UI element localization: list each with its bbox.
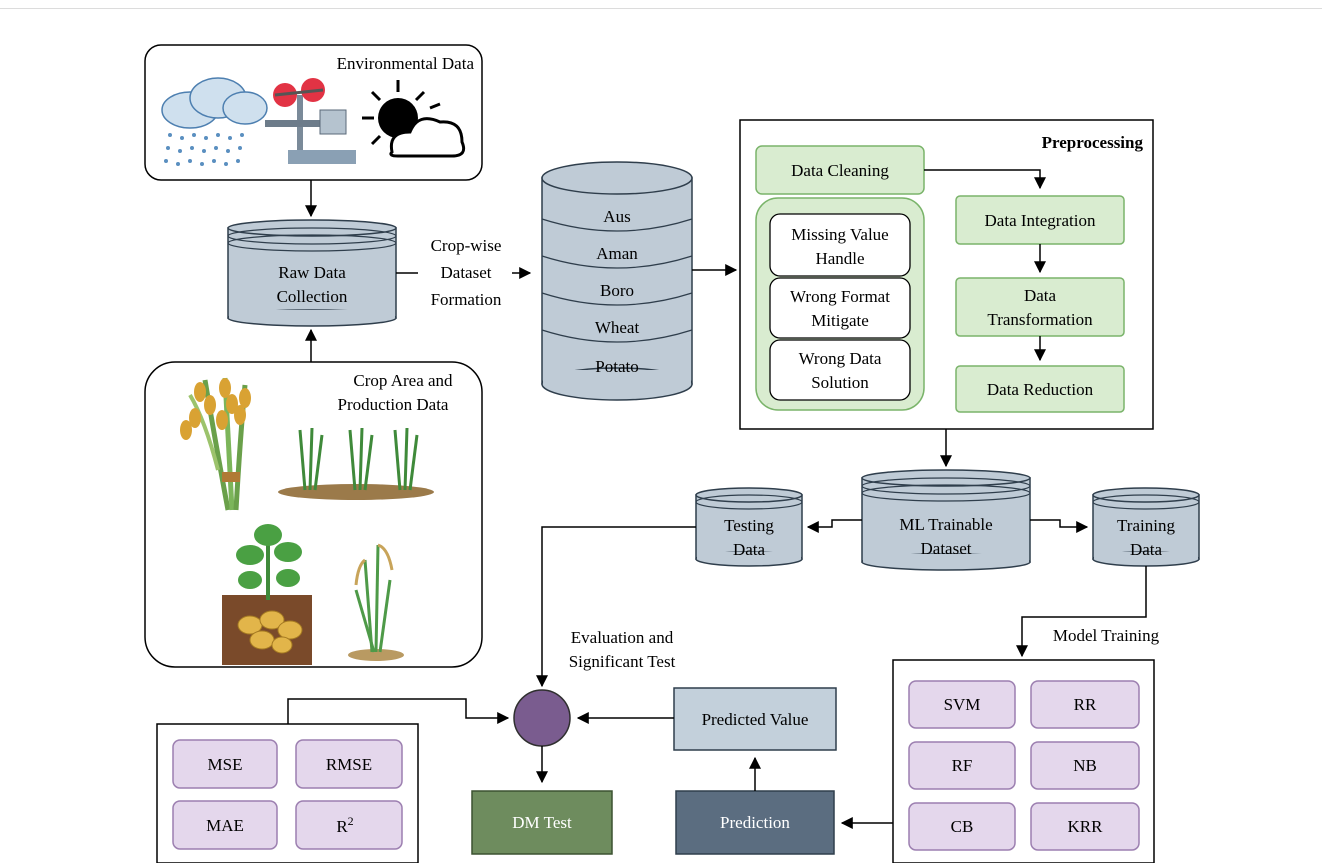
crop-area-label-1: Crop Area and: [353, 371, 453, 390]
metric-rmse: RMSE: [326, 755, 372, 774]
cropwise-label-2: Dataset: [441, 263, 492, 282]
testing-data-cylinder: Testing Data: [695, 487, 803, 567]
raw-data-collection-cylinder: Raw Data Collection: [227, 219, 397, 327]
preprocessing-title: Preprocessing: [1042, 133, 1144, 152]
data-reduction-label: Data Reduction: [987, 380, 1094, 399]
environmental-data-box: Environmental Data: [144, 44, 483, 181]
arrow-training-to-models: [1016, 566, 1147, 658]
substep-label: Solution: [811, 373, 869, 392]
evaluation-label-2: Significant Test: [569, 652, 676, 671]
arrow-metrics-to-eval: [287, 698, 510, 724]
data-transformation-label-2: Transformation: [987, 310, 1093, 329]
training-data-label-1: Training: [1117, 516, 1175, 535]
crop-item: Potato: [595, 357, 638, 376]
substep-wrong-format: [769, 277, 911, 339]
wheat-icon: [180, 377, 251, 511]
crop-item: Boro: [600, 281, 634, 300]
crop-item: Aman: [596, 244, 638, 263]
substep-label: Mitigate: [811, 311, 869, 330]
evaluation-node: [513, 689, 571, 747]
model-item: SVM: [944, 695, 981, 714]
rice-plant-icon: [348, 543, 404, 661]
data-integration-label: Data Integration: [985, 211, 1096, 230]
raw-data-label-1: Raw Data: [278, 263, 346, 282]
ml-trainable-dataset-cylinder: ML Trainable Dataset: [861, 469, 1031, 571]
evaluation-label-1: Evaluation and: [571, 628, 674, 647]
testing-data-label-1: Testing: [724, 516, 774, 535]
crop-item: Aus: [603, 207, 630, 226]
preprocessing-box: Preprocessing Data Cleaning Missing Valu…: [739, 119, 1154, 430]
rain-cloud-icon: [161, 77, 268, 166]
anemometer-icon: [265, 78, 356, 164]
cropwise-label-1: Crop-wise: [431, 236, 502, 255]
sun-cloud-icon: [362, 80, 466, 158]
model-item: KRR: [1068, 817, 1104, 836]
data-reduction-box: [955, 365, 1125, 413]
dm-test-box: DM Test: [471, 790, 613, 855]
substep-label: Handle: [815, 249, 864, 268]
crop-item: Wheat: [595, 318, 640, 337]
cropwise-arrow: Crop-wise Dataset Formation: [396, 230, 532, 314]
substep-label: Wrong Data: [799, 349, 882, 368]
metric-mse: MSE: [208, 755, 243, 774]
substep-label: Wrong Format: [790, 287, 890, 306]
prediction-label: Prediction: [720, 813, 790, 832]
dm-test-label: DM Test: [512, 813, 572, 832]
potato-plant-icon: [222, 524, 312, 665]
crop-dataset-stack: Aus Aman Boro Wheat Potato: [541, 161, 693, 401]
ml-dataset-label-1: ML Trainable: [899, 515, 992, 534]
substep-label: Missing Value: [791, 225, 888, 244]
metric-mae: MAE: [206, 816, 244, 835]
model-item: RR: [1074, 695, 1097, 714]
model-item: RF: [952, 756, 973, 775]
top-border: [0, 8, 1322, 9]
metric-r2: R2: [336, 814, 353, 836]
crop-area-label-2: Production Data: [338, 395, 449, 414]
data-transformation-label-1: Data: [1024, 286, 1057, 305]
arrow-ml-to-training: [1030, 519, 1089, 533]
cropwise-label-3: Formation: [431, 290, 502, 309]
substep-wrong-data: [769, 339, 911, 401]
training-data-cylinder: Training Data: [1092, 487, 1200, 567]
substep-missing-value: [769, 213, 911, 277]
arrow-ml-to-testing: [806, 519, 862, 533]
crop-area-box: Crop Area and Production Data: [144, 361, 483, 668]
models-box: SVM RR RF NB CB KRR: [892, 659, 1155, 863]
model-item: CB: [951, 817, 974, 836]
predicted-value-box: Predicted Value: [673, 687, 837, 751]
ml-dataset-label-2: Dataset: [921, 539, 972, 558]
prediction-box: Prediction: [675, 790, 835, 855]
raw-data-label-2: Collection: [277, 287, 348, 306]
model-item: NB: [1073, 756, 1097, 775]
environmental-data-title: Environmental Data: [337, 54, 475, 73]
predicted-value-label: Predicted Value: [702, 710, 809, 729]
testing-data-label-2: Data: [733, 540, 766, 559]
data-cleaning-label: Data Cleaning: [791, 161, 889, 180]
rice-seedlings-icon: [278, 427, 434, 500]
model-training-label: Model Training: [1053, 626, 1160, 645]
training-data-label-2: Data: [1130, 540, 1163, 559]
arrow-testing-to-eval: [536, 526, 696, 688]
metrics-box: MSE RMSE MAE R2: [156, 723, 419, 863]
